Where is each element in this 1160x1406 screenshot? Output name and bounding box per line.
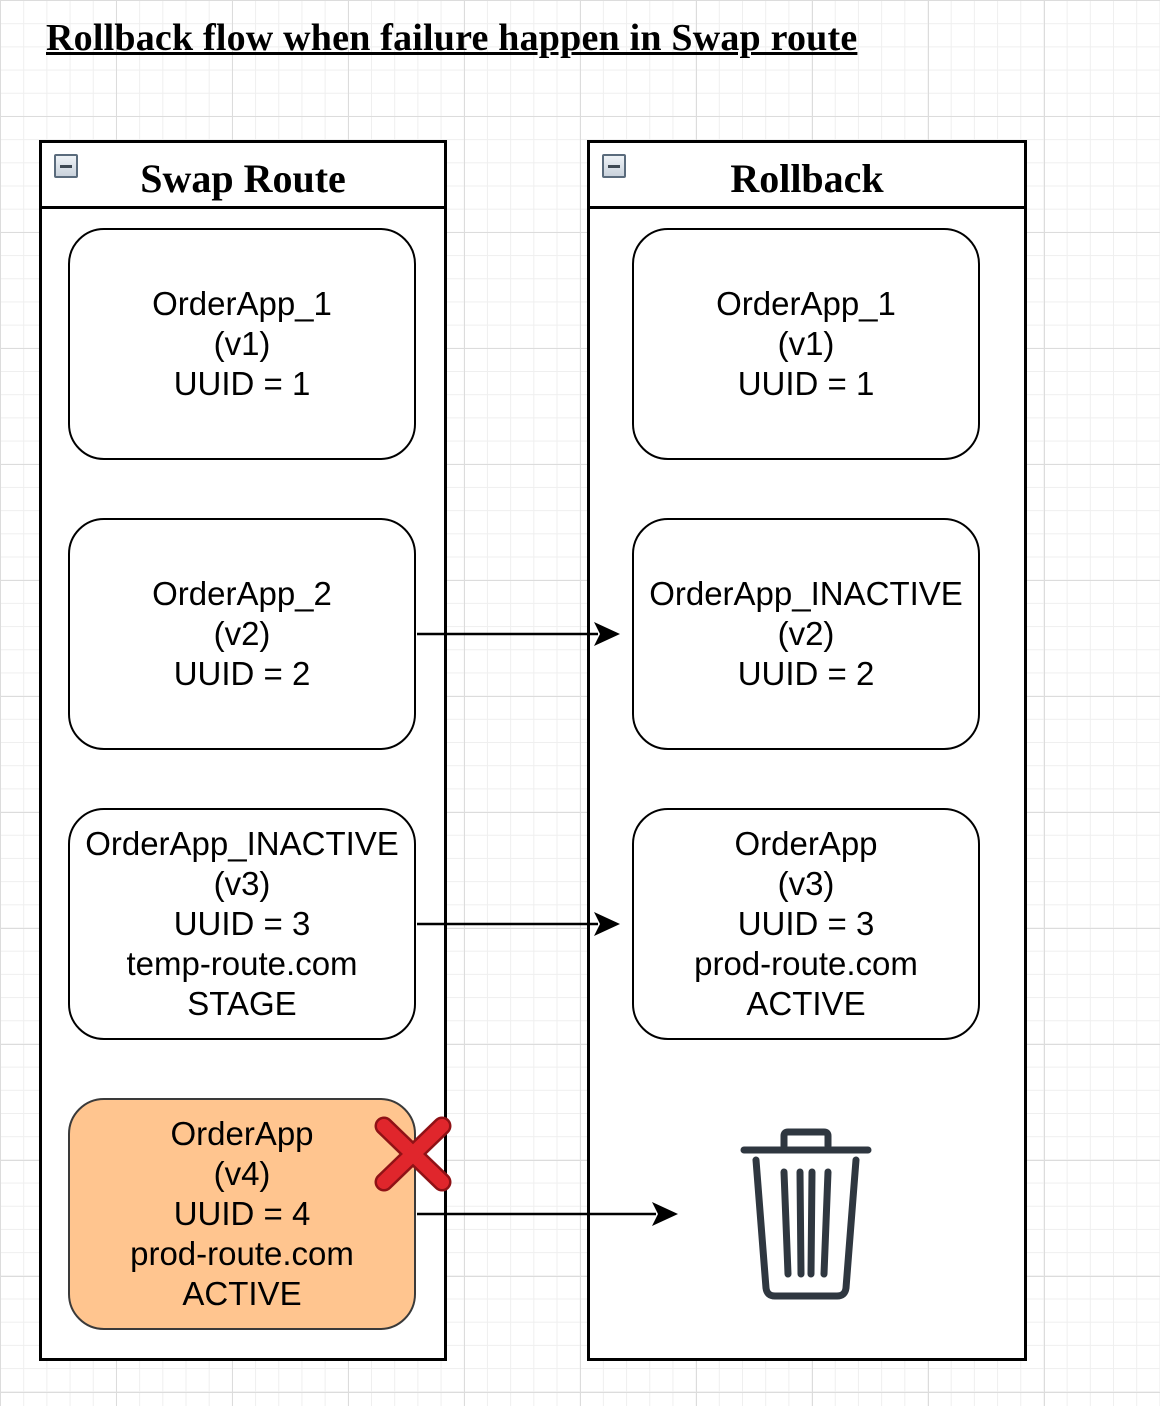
swap-route-lane-header: Swap Route (42, 143, 444, 209)
red-x-icon (374, 1116, 452, 1192)
node-label: OrderApp_1 (716, 285, 896, 322)
collapse-icon[interactable] (602, 154, 626, 178)
trash-icon[interactable] (738, 1128, 874, 1304)
rollback-node-orderapp-1[interactable]: OrderApp_1 (v1) UUID = 1 (632, 228, 980, 460)
node-route: prod-route.com (130, 1235, 354, 1272)
arrow-v3-to-active[interactable] (417, 912, 620, 936)
rollback-node-orderapp-inactive[interactable]: OrderApp_INACTIVE (v2) UUID = 2 (632, 518, 980, 750)
node-uuid: UUID = 2 (173, 655, 311, 692)
rollback-lane-title: Rollback (730, 156, 884, 201)
swap-node-orderapp-inactive[interactable]: OrderApp_INACTIVE (v3) UUID = 3 temp-rou… (68, 808, 416, 1040)
swap-node-orderapp-1[interactable]: OrderApp_1 (v1) UUID = 1 (68, 228, 416, 460)
node-state: STAGE (187, 985, 297, 1022)
node-uuid: UUID = 1 (737, 365, 875, 402)
collapse-icon[interactable] (54, 154, 78, 178)
swap-route-lane-title: Swap Route (140, 156, 346, 201)
node-label: OrderApp_INACTIVE (85, 825, 399, 862)
node-version: (v3) (777, 865, 835, 902)
arrow-v4-to-trash[interactable] (417, 1202, 678, 1226)
swap-node-orderapp-2[interactable]: OrderApp_2 (v2) UUID = 2 (68, 518, 416, 750)
node-uuid: UUID = 4 (173, 1195, 311, 1232)
node-uuid: UUID = 3 (173, 905, 311, 942)
node-label: OrderApp_INACTIVE (649, 575, 963, 612)
node-version: (v4) (213, 1155, 271, 1192)
arrow-v2-to-inactive[interactable] (417, 622, 620, 646)
node-version: (v2) (777, 615, 835, 652)
node-version: (v1) (213, 325, 271, 362)
node-uuid: UUID = 2 (737, 655, 875, 692)
node-uuid: UUID = 3 (737, 905, 875, 942)
node-state: ACTIVE (746, 985, 866, 1022)
node-version: (v3) (213, 865, 271, 902)
rollback-lane-header: Rollback (590, 143, 1024, 209)
node-label: OrderApp (170, 1115, 314, 1152)
node-state: ACTIVE (182, 1275, 302, 1312)
swap-node-orderapp-failed[interactable]: OrderApp (v4) UUID = 4 prod-route.com AC… (68, 1098, 416, 1330)
diagram-title: Rollback flow when failure happen in Swa… (46, 17, 858, 59)
node-version: (v2) (213, 615, 271, 652)
node-route: temp-route.com (126, 945, 358, 982)
node-label: OrderApp_2 (152, 575, 332, 612)
node-label: OrderApp (734, 825, 878, 862)
node-route: prod-route.com (694, 945, 918, 982)
node-version: (v1) (777, 325, 835, 362)
rollback-node-orderapp-active[interactable]: OrderApp (v3) UUID = 3 prod-route.com AC… (632, 808, 980, 1040)
node-uuid: UUID = 1 (173, 365, 311, 402)
node-label: OrderApp_1 (152, 285, 332, 322)
